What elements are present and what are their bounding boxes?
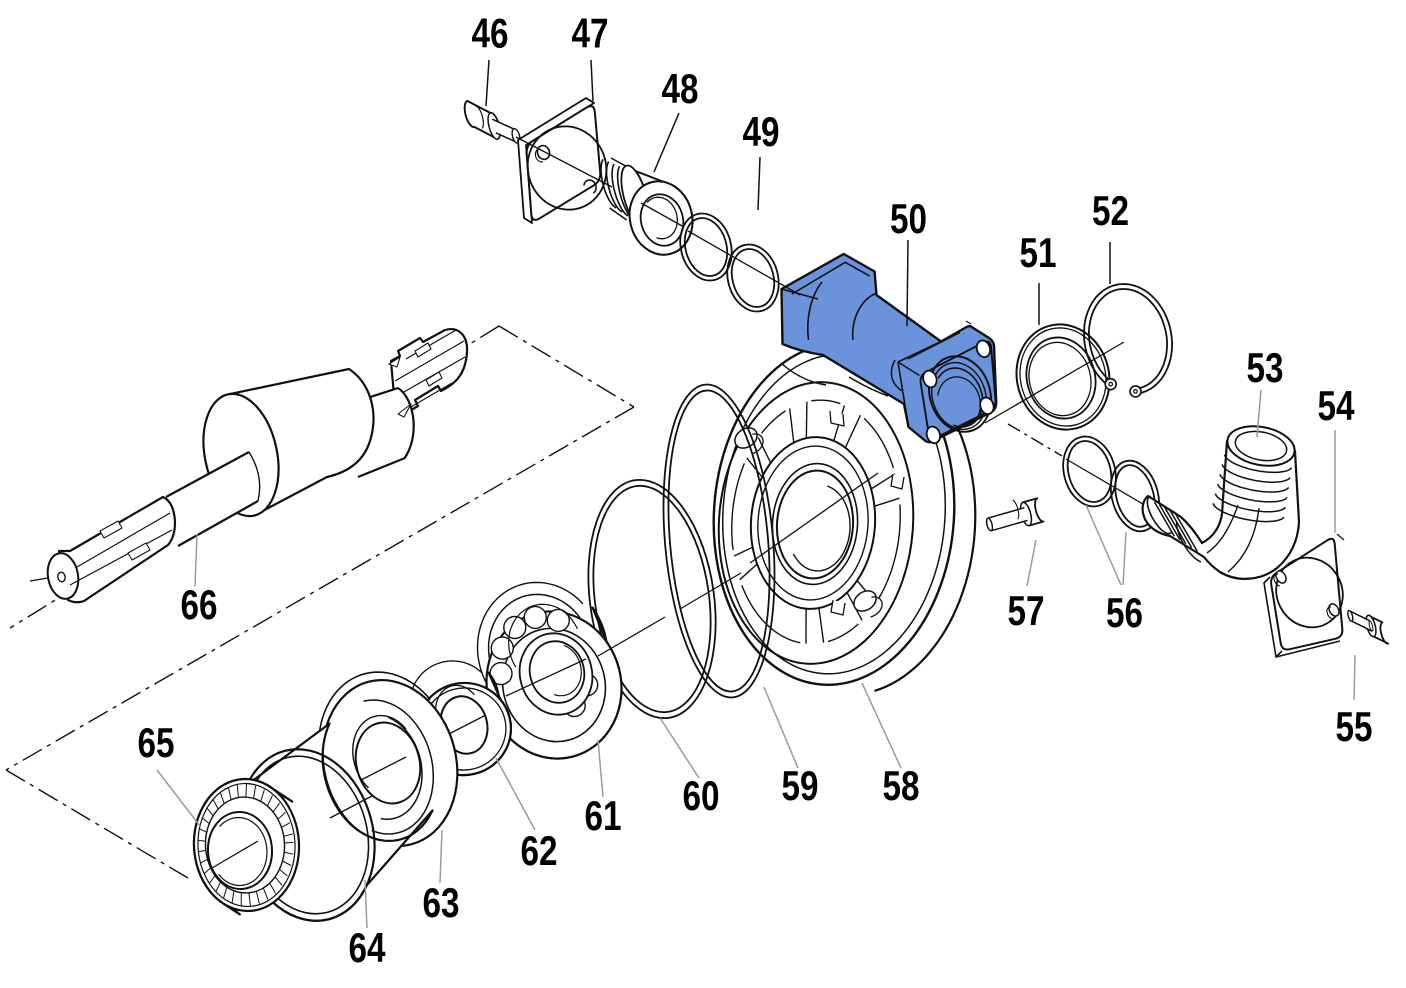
svg-text:47: 47 [572,10,609,57]
svg-text:51: 51 [1020,229,1057,276]
svg-text:64: 64 [349,924,387,971]
svg-text:50: 50 [890,195,927,242]
svg-text:48: 48 [662,65,699,112]
svg-text:66: 66 [181,581,218,628]
svg-text:60: 60 [683,772,720,819]
svg-text:59: 59 [782,762,819,809]
svg-text:55: 55 [1336,703,1373,750]
svg-text:57: 57 [1008,587,1045,634]
svg-text:53: 53 [1247,344,1284,391]
svg-text:52: 52 [1092,187,1129,234]
svg-text:65: 65 [138,719,175,766]
svg-text:58: 58 [883,762,920,809]
svg-text:62: 62 [521,827,558,874]
svg-text:46: 46 [472,10,509,57]
svg-text:49: 49 [743,108,780,155]
svg-text:54: 54 [1318,382,1356,429]
svg-text:63: 63 [423,879,460,926]
svg-text:61: 61 [585,792,622,839]
svg-text:56: 56 [1106,589,1143,636]
